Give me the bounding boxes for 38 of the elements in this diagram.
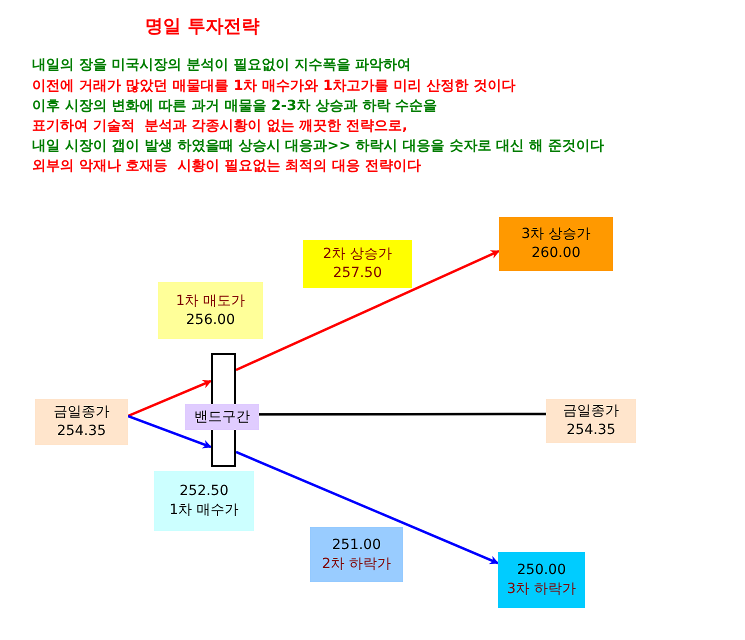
- note-text: 이전에 거래가 많았던 매물대를 1차 매수가와 1차고가를 미리 산정한 것이다: [32, 77, 516, 95]
- price-value: 254.35: [57, 422, 106, 441]
- price-card: [154, 471, 254, 531]
- connector-line: [259, 412, 546, 416]
- price-card: [546, 399, 636, 443]
- price-card: [310, 527, 403, 582]
- diagram-title: 명일 투자전략: [145, 15, 260, 38]
- note-text: 표기하여 기술적 분석과 각종시황이 없는 깨끗한 전략으로,: [32, 117, 408, 135]
- price-card: [499, 217, 613, 271]
- price-card: [35, 399, 128, 445]
- note-text: 내일의 장을 미국시장의 분석이 필요없이 지수폭을 파악하여: [32, 56, 412, 74]
- price-value: 257.50: [333, 264, 382, 283]
- price-label: 2차 상승가: [322, 245, 392, 264]
- price-label: 금일종가: [54, 403, 110, 422]
- price-label: 1차 매수가: [169, 501, 239, 520]
- price-value: 250.00: [517, 561, 566, 580]
- price-label: 금일종가: [563, 402, 619, 421]
- price-card: [498, 552, 585, 608]
- note-text: 외부의 악재나 호재등 시황이 필요없는 최적의 대응 전략이다: [32, 157, 421, 175]
- price-label: 3차 하락가: [506, 580, 576, 599]
- note-text: 이후 시장의 변화에 따른 과거 매물을 2-3차 상승과 하락 수순을: [32, 97, 438, 115]
- price-card: [158, 282, 263, 339]
- arrow: [236, 450, 499, 564]
- label-tag: [185, 404, 259, 430]
- note-text: 내일 시장이 갭이 발생 하였을때 상승시 대응과>> 하락시 대응을 숫자로 대신 해 준것이다: [32, 137, 604, 155]
- band-label: 밴드구간: [194, 408, 250, 426]
- price-label: 1차 매도가: [176, 292, 246, 310]
- arrow: [128, 380, 212, 418]
- arrow: [128, 414, 212, 448]
- price-card: [303, 240, 412, 288]
- price-value: 260.00: [532, 244, 580, 263]
- price-value: 252.50: [180, 482, 228, 501]
- price-value: 254.35: [566, 421, 616, 440]
- price-label: 2차 하락가: [322, 554, 392, 574]
- price-label: 3차 상승가: [521, 225, 591, 244]
- arrow: [235, 250, 500, 372]
- price-value: 256.00: [186, 310, 235, 330]
- price-value: 251.00: [332, 536, 381, 554]
